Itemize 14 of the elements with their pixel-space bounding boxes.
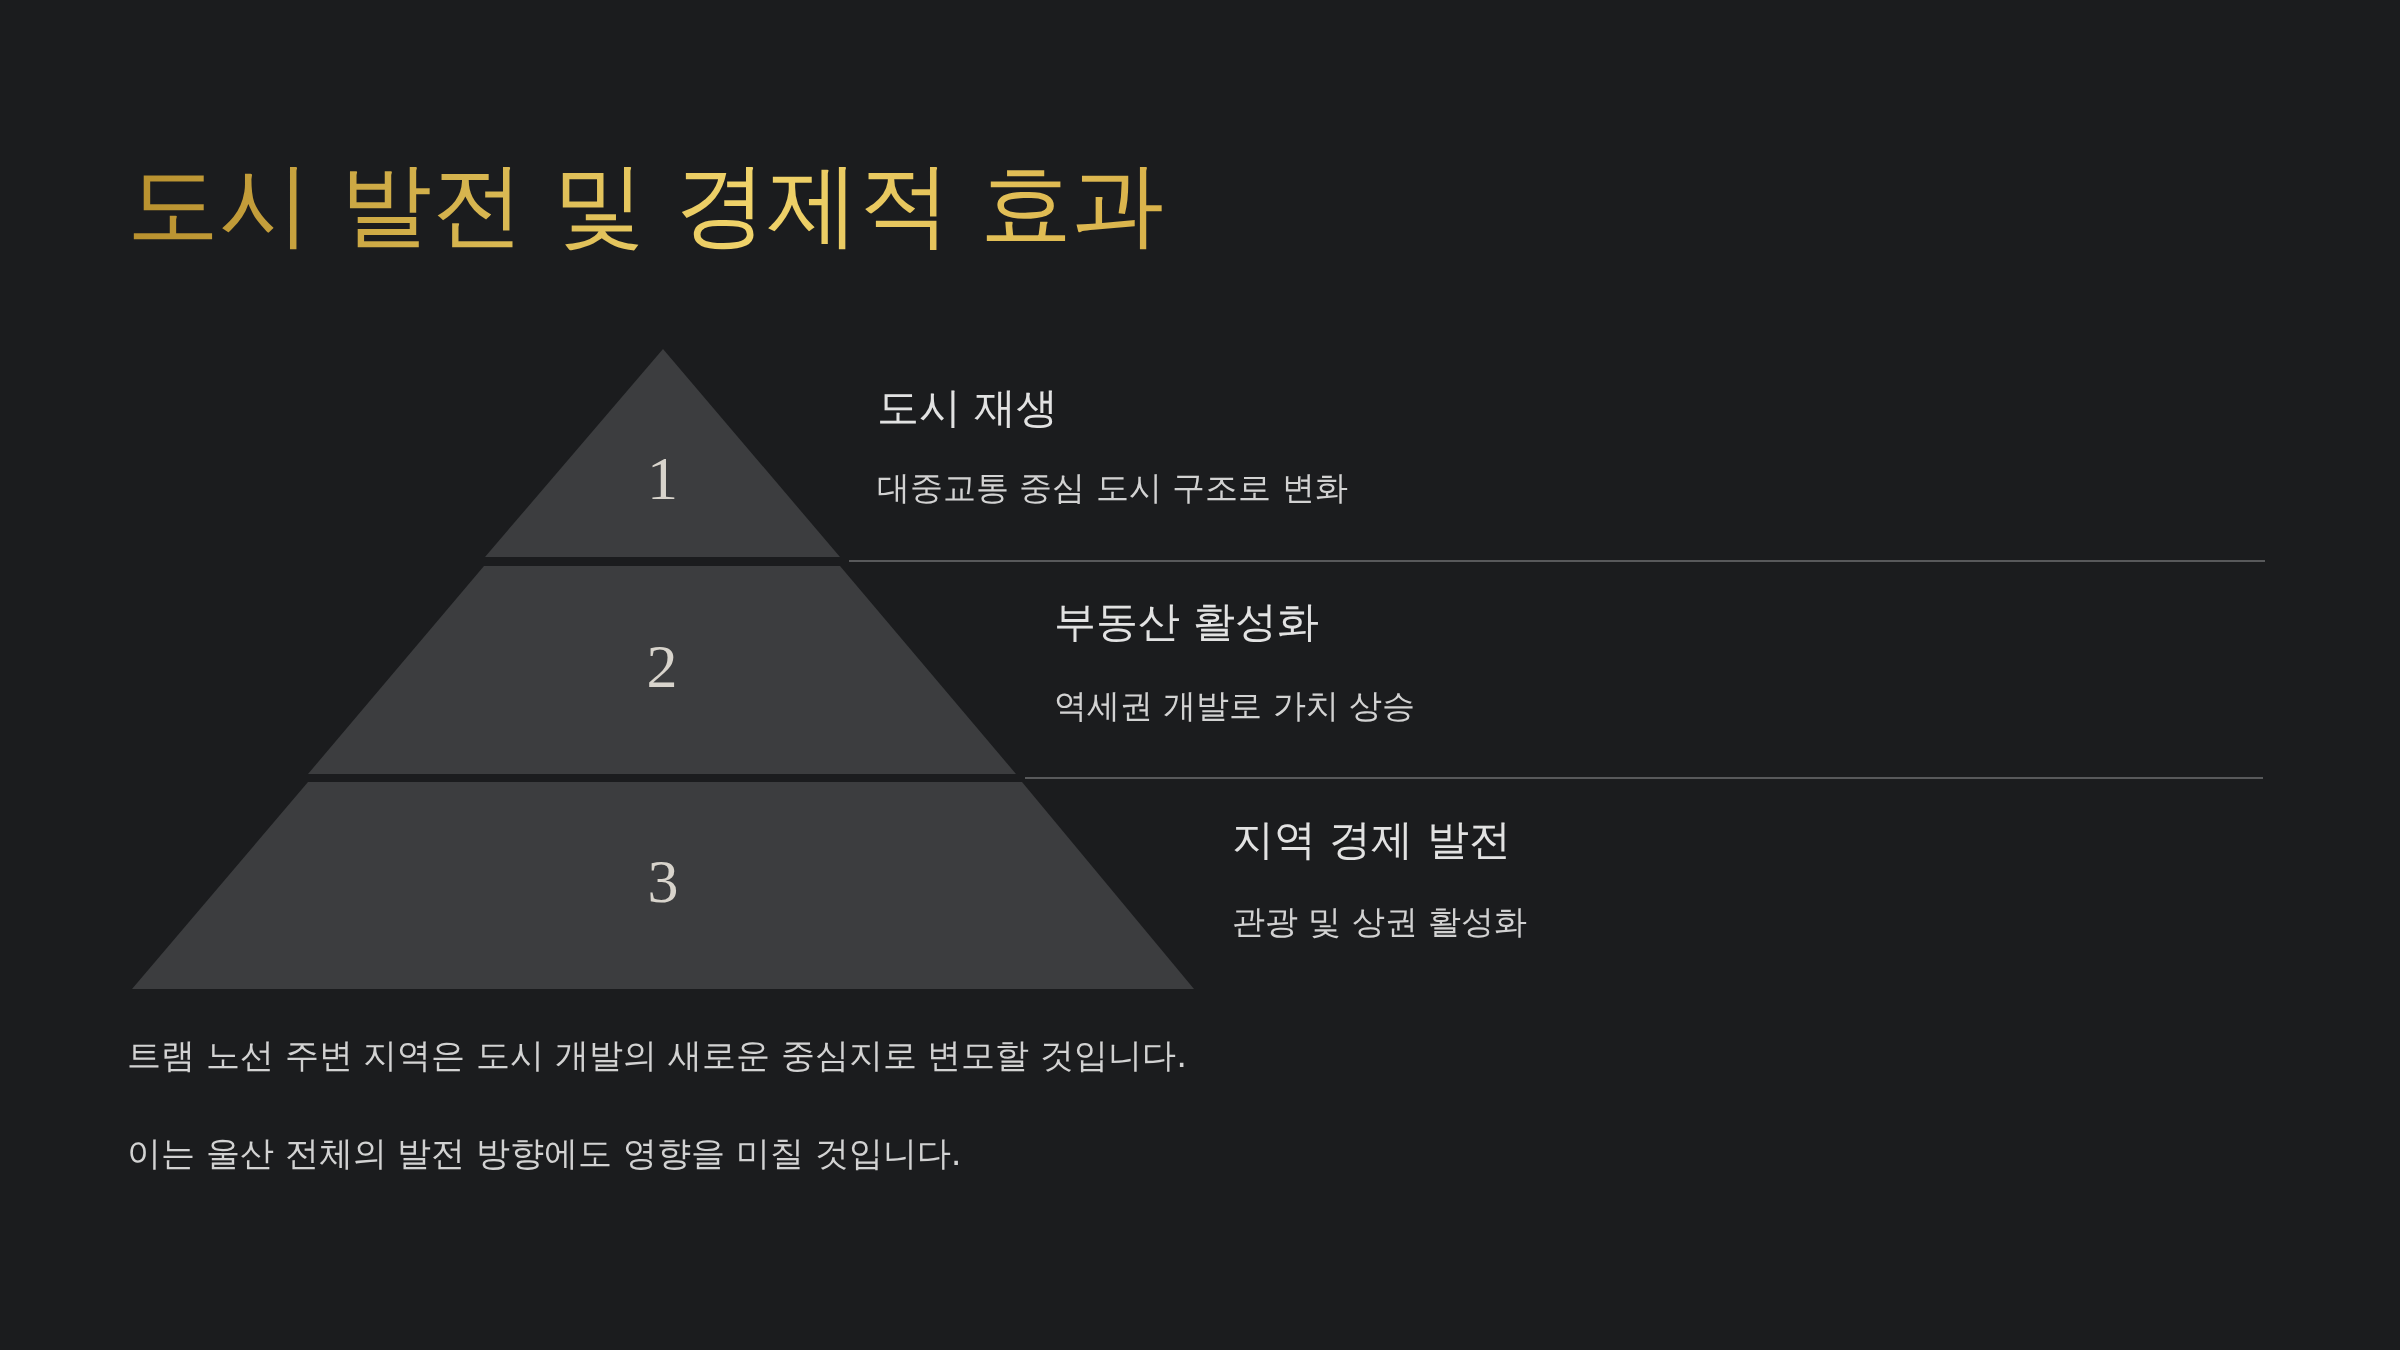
tier-heading: 지역 경제 발전: [1232, 815, 1511, 866]
tier-description: 역세권 개발로 가치 상승: [1054, 686, 1416, 726]
tier-number: 2: [645, 634, 679, 697]
tier-heading: 도시 재생: [877, 383, 1059, 434]
pyramid-tier: [485, 349, 840, 557]
tier-heading: 부동산 활성화: [1054, 597, 1320, 648]
body-text: 이는 울산 전체의 발전 방향에도 영향을 미칠 것입니다.: [127, 1133, 962, 1174]
tier-number: 1: [646, 446, 679, 509]
tier-description: 관광 및 상권 활성화: [1232, 902, 1528, 942]
pyramid-tier: [132, 782, 1194, 989]
tier-number: 3: [646, 850, 680, 913]
tier-description: 대중교통 중심 도시 구조로 변화: [877, 468, 1348, 508]
body-text: 트램 노선 주변 지역은 도시 개발의 새로운 중심지로 변모할 것입니다.: [127, 1035, 1188, 1076]
pyramid-tier: [308, 566, 1016, 774]
